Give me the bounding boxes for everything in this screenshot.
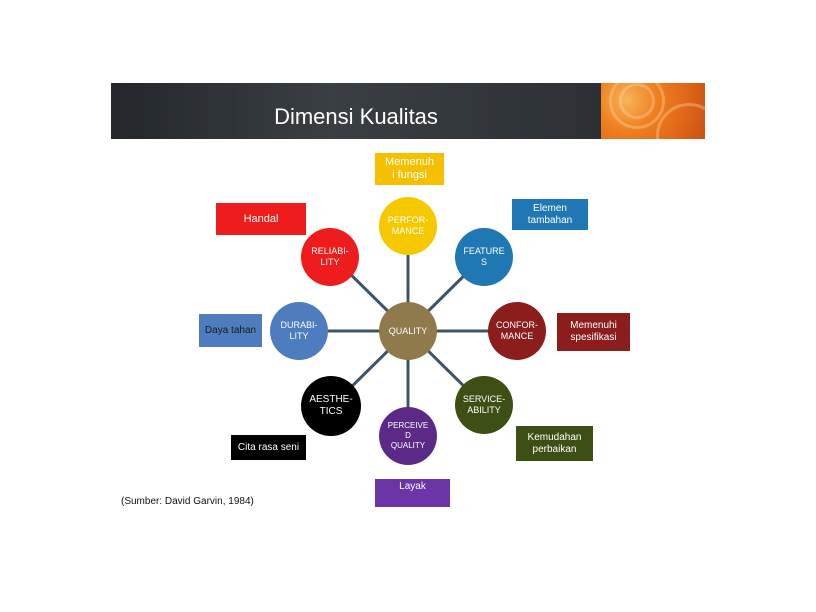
source-note: (Sumber: David Garvin, 1984)	[121, 496, 254, 507]
label-conformance: Memenuhi spesifikasi	[557, 313, 630, 351]
node-quality: QUALITY	[379, 302, 437, 360]
node-durability: DURABI- LITY	[270, 302, 328, 360]
node-features: FEATURE S	[455, 228, 513, 286]
label-performance: Memenuh i fungsi	[375, 153, 444, 185]
label-serviceability: Kemudahan perbaikan	[516, 426, 593, 461]
banner-ornament	[601, 83, 705, 139]
node-perceived-quality: PERCEIVE D QUALITY	[379, 407, 437, 465]
node-reliability: RELIABI- LITY	[301, 228, 359, 286]
label-reliability: Handal	[216, 203, 306, 235]
node-serviceability: SERVICE- ABILITY	[455, 376, 513, 434]
label-aesthetics: Cita rasa seni	[231, 435, 306, 460]
node-conformance: CONFOR- MANCE	[488, 302, 546, 360]
node-aesthetics: AESTHE- TICS	[301, 376, 361, 436]
label-perceived-quality: Layak	[375, 479, 450, 507]
node-performance: PERFOR- MANCE	[379, 197, 437, 255]
title-banner	[111, 83, 601, 139]
label-durability: Daya tahan	[199, 314, 262, 347]
label-features: Elemen tambahan	[512, 199, 588, 230]
page-title: Dimensi Kualitas	[274, 104, 438, 129]
